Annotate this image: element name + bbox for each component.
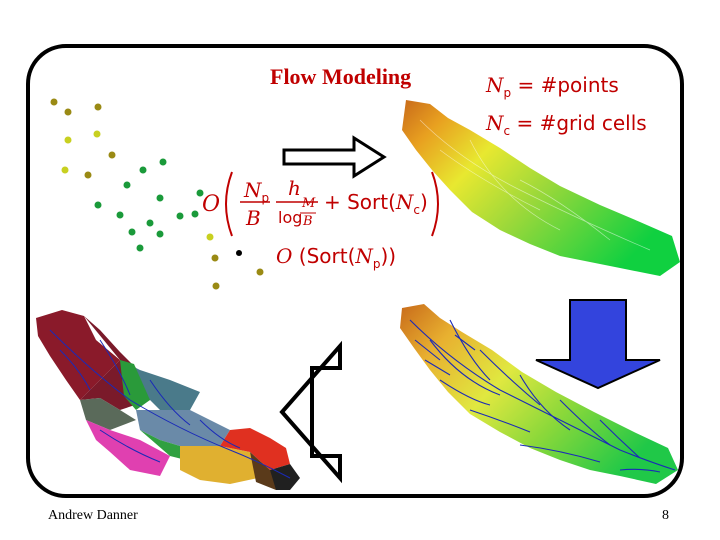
elevation-map bbox=[402, 100, 680, 276]
page-number: 8 bbox=[662, 508, 669, 524]
author-footer: Andrew Danner bbox=[48, 508, 138, 524]
watershed-map bbox=[36, 310, 300, 490]
flow-map bbox=[400, 304, 678, 484]
